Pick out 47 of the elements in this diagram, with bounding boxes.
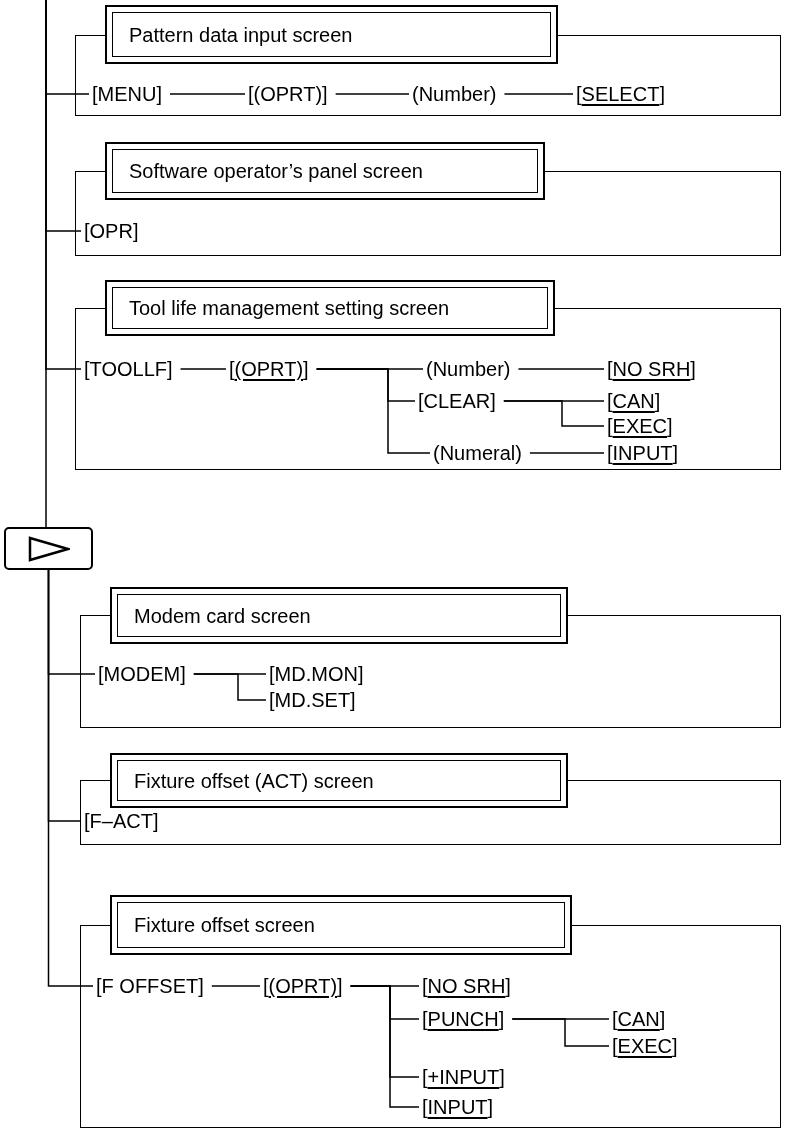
softkey-label: [CAN] (607, 389, 661, 413)
softkey-label: [PUNCH] (422, 1007, 505, 1031)
connector-line (45, 0, 47, 528)
connector-line (193, 673, 267, 701)
softkey-label: [INPUT] (607, 441, 679, 465)
softkey-label: [EXEC] (607, 414, 673, 438)
softkey-label: [(OPRT)] (229, 357, 309, 381)
key-box (4, 527, 93, 570)
softkey-label: [MD.MON] (269, 662, 364, 686)
softkey-label: [(OPRT)] (248, 82, 328, 106)
connector-line (503, 93, 574, 95)
connector-line (517, 368, 605, 370)
screen-title-box: Modem card screen (110, 587, 568, 644)
softkey-label: [+INPUT] (422, 1065, 505, 1089)
softkey-label: [INPUT] (422, 1095, 494, 1119)
screen-title-box: Fixture offset (ACT) screen (110, 753, 568, 808)
softkey-label: (Number) (412, 82, 497, 106)
screen-title-box: Pattern data input screen (105, 5, 558, 64)
softkey-label: (Number) (426, 357, 511, 381)
softkey-label: [SELECT] (576, 82, 665, 106)
softkey-label: [F–ACT] (84, 809, 159, 833)
softkey-label: [EXEC] (612, 1034, 678, 1058)
connector-line (529, 452, 605, 454)
connector-line (47, 569, 94, 987)
connector-line (211, 985, 261, 987)
connector-line (169, 93, 246, 95)
screen-title-box: Tool life management setting screen (105, 280, 555, 336)
screen-title-box: Software operator’s panel screen (105, 142, 545, 200)
connector-line (511, 1018, 610, 1047)
softkey-label: [CLEAR] (418, 389, 496, 413)
softkey-label: [F OFFSET] (96, 974, 204, 998)
connector-line (315, 368, 431, 454)
connector-line (334, 93, 410, 95)
connector-line (179, 368, 227, 370)
softkey-label: [MODEM] (98, 662, 186, 686)
softkey-label: [TOOLLF] (84, 357, 173, 381)
softkey-label: [NO SRH] (607, 357, 696, 381)
screen-title-box: Fixture offset screen (110, 895, 572, 955)
softkey-label: [NO SRH] (422, 974, 511, 998)
softkey-label: [MD.SET] (269, 688, 356, 712)
softkey-label: [(OPRT)] (263, 974, 343, 998)
connector-line (349, 985, 420, 1108)
connector-line (503, 400, 605, 427)
softkey-label: (Numeral) (433, 441, 522, 465)
softkey-label: [CAN] (612, 1007, 666, 1031)
softkey-label: [MENU] (92, 82, 162, 106)
softkey-label: [OPR] (84, 219, 139, 243)
